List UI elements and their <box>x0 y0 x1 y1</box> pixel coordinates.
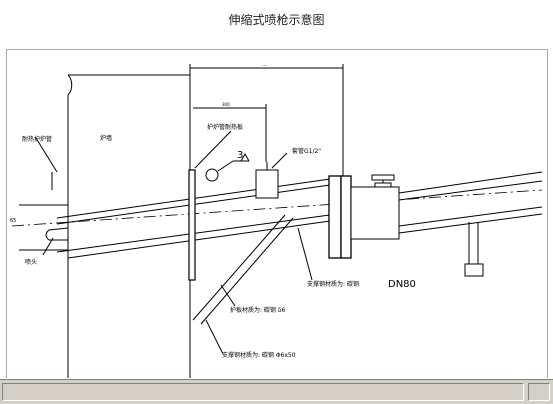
leader-rib-material <box>220 284 236 307</box>
leader-refractory-sleeve <box>35 137 58 173</box>
label-rib-material: 护板材质为: 碳钢 δ6 <box>230 306 286 314</box>
status-pane-right <box>528 383 550 401</box>
label-inlet-connector: 套管G1/2" <box>292 147 321 155</box>
leader-brace-material <box>205 319 224 355</box>
nozzle-tip <box>45 227 69 241</box>
label-flange-size: DN80 <box>388 279 416 290</box>
label-brace-material: 支撑钢材质为: 碳钢 Φ6x50 <box>222 351 296 359</box>
outer-tube-section <box>350 186 400 240</box>
lance-inner-bottom <box>56 213 338 253</box>
wall-plate <box>188 169 196 281</box>
leader-nozzle <box>42 237 54 256</box>
lever-base <box>374 182 392 188</box>
label-weld-symbol: 3 <box>237 150 243 161</box>
label-dimension-top: ... <box>262 62 267 68</box>
lance-outer-top <box>56 177 338 219</box>
status-pane-main <box>2 383 524 401</box>
label-sleeve-material: 支撑钢材质为: 碳钢 <box>307 280 359 288</box>
lance-outer-bottom <box>67 219 338 259</box>
brace-lower-line <box>200 217 294 325</box>
brace-upper-line <box>192 214 286 321</box>
label-furnace-wall: 炉墙 <box>100 134 112 142</box>
leader-wall-plate <box>194 130 232 169</box>
furnace-wall-left-edge <box>67 74 73 379</box>
drawing-canvas: 炉墙 耐热护炉管 喷头 护炉管耐热板 套管G1/2" 支撑钢材质为: 碳钢 DN… <box>6 49 548 380</box>
weld-symbol-triangle <box>240 152 250 162</box>
outer-tube-bottom <box>398 213 543 234</box>
label-dimension-inner: 300 <box>222 102 230 107</box>
flange-left-plate <box>328 175 342 259</box>
outer-tube-top <box>398 171 543 194</box>
weld-symbol-leader <box>217 160 234 172</box>
diagram-title: 伸缩式喷枪示意图 <box>228 13 325 27</box>
lance-diagram: 炉墙 耐热护炉管 喷头 护炉管耐热板 套管G1/2" 支撑钢材质为: 碳钢 DN… <box>10 62 543 379</box>
inlet-connector <box>255 169 279 199</box>
leader-sleeve-material <box>297 227 313 281</box>
label-nozzle: 喷头 <box>25 258 37 266</box>
label-refractory-sleeve: 耐热护炉管 <box>22 135 52 143</box>
centerline <box>11 189 543 227</box>
flange-right-plate <box>340 175 352 259</box>
label-wall-tube-ring: 护炉管耐热板 <box>207 123 243 131</box>
lever-top <box>371 174 395 181</box>
support-foot <box>464 263 484 277</box>
lance-inner-top <box>56 183 338 225</box>
outer-tube-inner-bottom <box>398 206 543 227</box>
outer-tube-inner-top <box>398 180 543 201</box>
weld-symbol-circle <box>205 168 219 182</box>
status-bar <box>0 378 553 404</box>
leader-inlet <box>271 152 288 169</box>
label-dimension-left: 65 <box>10 218 16 224</box>
